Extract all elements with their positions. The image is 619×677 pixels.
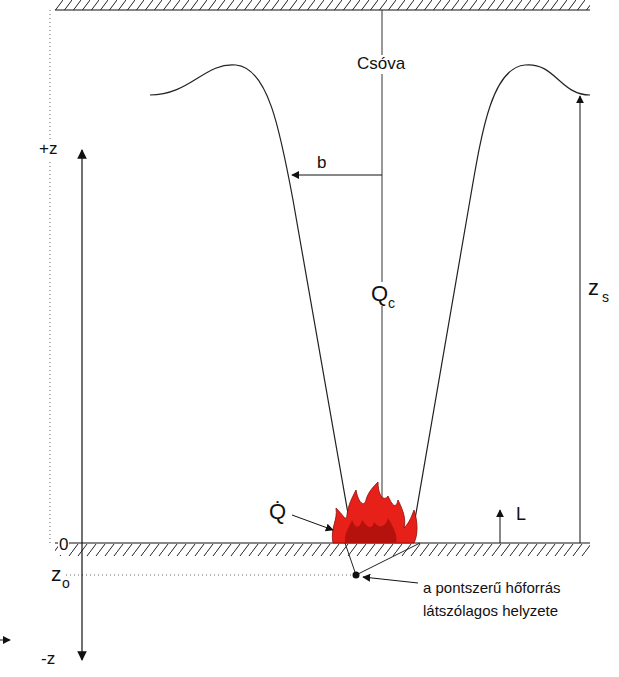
subscript: o xyxy=(61,576,71,591)
radius-label: b xyxy=(316,154,327,173)
origin-line xyxy=(50,575,355,576)
axis-label: 0 xyxy=(58,536,69,555)
subscript: s xyxy=(601,290,610,305)
ceiling-line xyxy=(55,9,590,10)
height-arrow xyxy=(580,96,581,543)
z-axis xyxy=(81,150,82,660)
plume-left-edge xyxy=(150,65,350,525)
floor-line xyxy=(55,542,590,543)
axis-label: -z xyxy=(40,650,56,669)
plume-label: Csóva xyxy=(356,55,406,74)
virtual-cone xyxy=(345,543,356,575)
plume-right-edge xyxy=(414,65,590,525)
virtual-cone xyxy=(356,543,420,575)
callout-text: a pontszerű hőforrás látszólagos helyzet… xyxy=(422,576,614,623)
plume-axis xyxy=(382,10,383,505)
edge-arrow xyxy=(0,640,10,641)
flame-height-arrow xyxy=(500,510,501,543)
heat-release-label: Q̇ xyxy=(268,500,287,524)
radius-arrow xyxy=(292,175,382,176)
floor-hatch xyxy=(55,544,590,556)
axis-label: +z xyxy=(38,140,58,159)
height-label: z xyxy=(587,276,600,300)
subscript: c xyxy=(387,296,396,311)
leader-arrow xyxy=(292,515,333,530)
length-label: L xyxy=(515,505,527,525)
virtual-source-point xyxy=(353,572,360,579)
reference-line xyxy=(50,10,51,543)
fire-core xyxy=(345,518,397,543)
fire xyxy=(332,482,417,543)
ceiling-hatch xyxy=(55,0,590,10)
leader-arrow xyxy=(363,577,418,583)
